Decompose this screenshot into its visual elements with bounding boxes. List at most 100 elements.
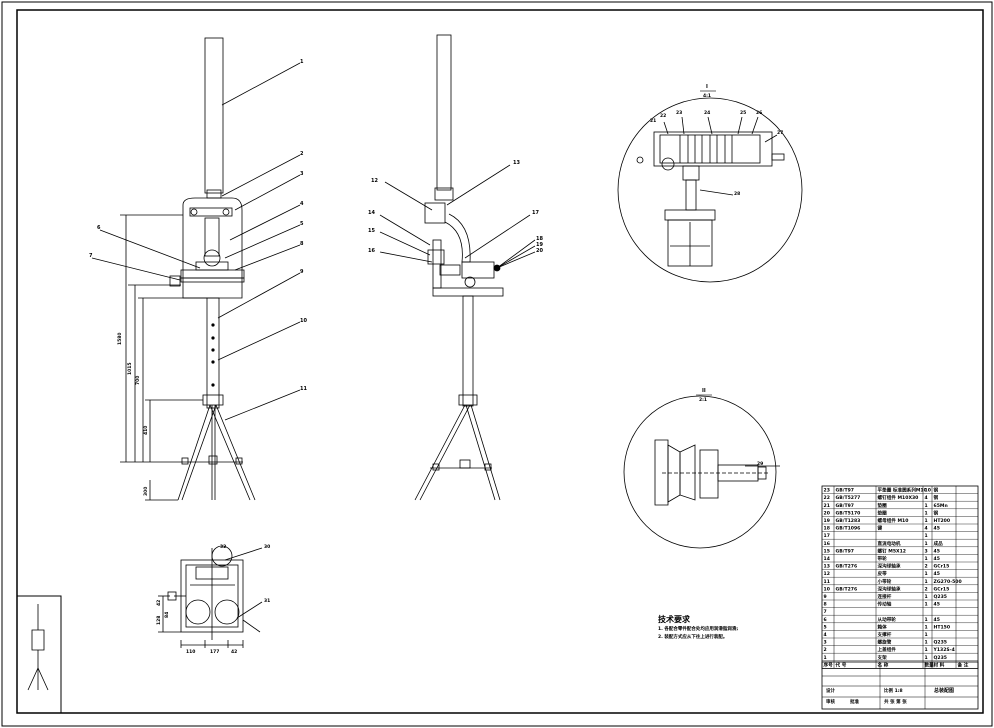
- parts-cell: 1: [925, 632, 928, 638]
- parts-cell: 支撑杆: [878, 631, 892, 638]
- callout-30: 30: [264, 544, 270, 550]
- scale-label: 比例 1:8: [884, 687, 903, 694]
- parts-cell: Q235: [934, 594, 948, 600]
- parts-cell: GB/T1096: [836, 526, 861, 532]
- parts-cell: 45: [934, 617, 940, 623]
- parts-cell: 45: [934, 556, 940, 562]
- parts-cell: 8: [824, 602, 827, 608]
- callout-13: 13: [513, 160, 520, 166]
- callout-3: 3: [300, 171, 304, 177]
- parts-cell: 小带轮: [878, 578, 892, 585]
- parts-cell: 螺钉组件 M10X30: [878, 494, 919, 501]
- parts-cell: GB/T276: [836, 564, 858, 570]
- tech-req-line-1: 1. 各配合零件配合处均应用润滑脂润滑;: [658, 625, 738, 632]
- title-block: 设计 审核 批准 比例 1:8 共 张 第 张 总装配图: [821, 661, 979, 710]
- callout-27: 27: [777, 130, 783, 136]
- callout-18: 18: [536, 236, 543, 242]
- callout-10: 10: [300, 318, 307, 324]
- front-callouts: 1 2 3 4 5 8 6 7 9 10 11: [89, 59, 307, 392]
- parts-cell: 45: [934, 602, 940, 608]
- parts-cell: 1: [925, 510, 928, 516]
- callout-15: 15: [368, 228, 375, 234]
- parts-cell: 13: [824, 564, 830, 570]
- parts-cell: 15: [824, 548, 830, 554]
- parts-cell: HT150: [934, 624, 951, 630]
- parts-cell: 22: [824, 495, 830, 501]
- parts-cell: 14: [824, 556, 830, 562]
- side-callouts: 12 13 14 15 16 17 18 19 20: [368, 160, 543, 254]
- parts-cell: 1: [925, 556, 928, 562]
- dim-1580: 1580: [117, 332, 123, 345]
- parts-cell: 1: [824, 655, 827, 661]
- parts-cell: GB/T276: [836, 586, 858, 592]
- parts-cell: 1: [925, 518, 928, 524]
- parts-cell: 1: [925, 624, 928, 630]
- parts-cell: 1: [925, 594, 928, 600]
- parts-cell: 1: [925, 647, 928, 653]
- parts-cell: 从动带轮: [878, 616, 897, 623]
- parts-cell: 23: [824, 488, 830, 494]
- callout-25: 25: [740, 110, 746, 116]
- parts-cell: 1: [925, 617, 928, 623]
- detail-II-labels: II 2:1 29: [696, 388, 763, 467]
- parts-cell: 支架: [878, 654, 888, 661]
- parts-cell: 带轮: [878, 555, 888, 562]
- parts-cell: 垫圈: [878, 502, 888, 509]
- parts-cell: 2: [925, 586, 928, 592]
- parts-header-cell: 序号: [824, 661, 834, 668]
- parts-cell: 1: [925, 541, 928, 547]
- title-block-frame: [821, 661, 979, 710]
- parts-cell: Q235: [934, 640, 948, 646]
- callout-7: 7: [89, 253, 93, 259]
- parts-cell: 直流电动机: [878, 540, 901, 547]
- plan-view: [158, 545, 263, 648]
- parts-cell: 2: [925, 564, 928, 570]
- plan-dim-177: 177: [210, 649, 219, 655]
- callout-29: 29: [757, 461, 763, 467]
- parts-cell: GB/T5170: [836, 510, 861, 516]
- sheet-count: 共 张 第 张: [884, 698, 907, 705]
- parts-cell: 16: [824, 541, 830, 547]
- parts-cell: GB/T97: [836, 488, 854, 494]
- parts-cell: 12: [824, 571, 830, 577]
- parts-cell: 65Mn: [934, 503, 948, 509]
- callout-20: 20: [536, 248, 543, 254]
- callout-11: 11: [300, 386, 307, 392]
- detail-I: [617, 97, 803, 283]
- parts-header-cell: 名 称: [878, 661, 889, 668]
- parts-cell: 1: [925, 640, 928, 646]
- tech-req-title: 技术要求: [658, 614, 691, 624]
- parts-cell: 6: [824, 617, 827, 623]
- parts-cell: 钢: [934, 494, 939, 501]
- section-label-I: I: [706, 84, 708, 90]
- parts-cell: 45: [934, 526, 940, 532]
- callout-22: 22: [660, 113, 666, 119]
- callout-9: 9: [300, 269, 304, 275]
- dim-700: 700: [135, 376, 141, 385]
- dim-410: 410: [143, 426, 149, 435]
- callout-28: 28: [734, 191, 740, 197]
- section-label-II: II: [702, 388, 706, 394]
- section-scale-I: 4:1: [703, 93, 711, 99]
- parts-cell: 垫圈: [878, 509, 888, 516]
- front-view: [91, 37, 301, 501]
- parts-cell: 3: [925, 548, 928, 554]
- parts-cell: Q235: [934, 655, 948, 661]
- parts-cell: 平垫圈 标准圆系列M10: [878, 487, 927, 494]
- callout-24: 24: [704, 110, 710, 116]
- drawing-name: 总装配图: [934, 687, 954, 694]
- parts-cell: 钢: [934, 509, 939, 516]
- parts-cell: 深沟球轴承: [878, 585, 901, 592]
- plan-dim-128: 128: [156, 616, 162, 625]
- parts-header-cell: 数量: [925, 661, 935, 668]
- parts-cell: 深沟球轴承: [878, 563, 901, 570]
- parts-cell: HT200: [934, 518, 951, 524]
- parts-cell: 4: [925, 526, 928, 532]
- parts-cell: 螺钉 M5X12: [878, 547, 907, 554]
- designer-label: 设计: [826, 687, 835, 694]
- parts-cell: GCr15: [934, 586, 950, 592]
- plan-dim-84: 84: [164, 612, 170, 618]
- parts-cell: 4: [824, 632, 827, 638]
- parts-cell: 2: [824, 647, 827, 653]
